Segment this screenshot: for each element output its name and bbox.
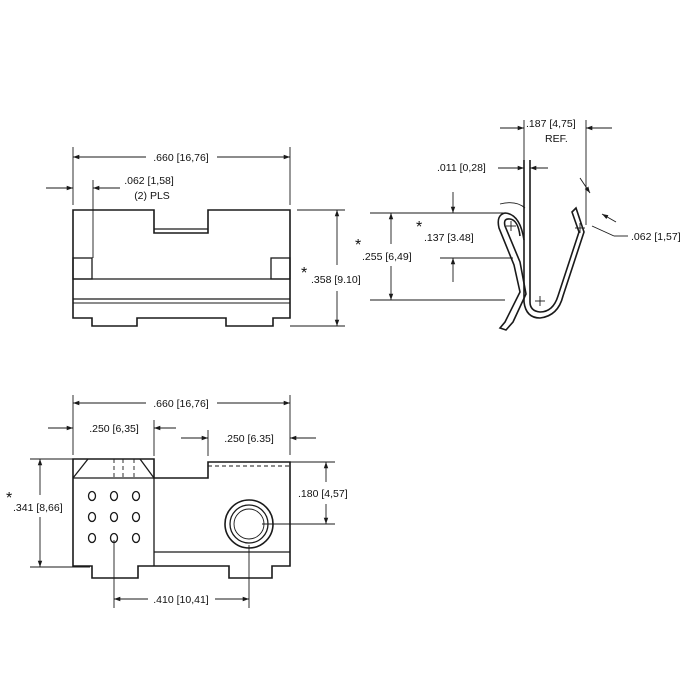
bottom-hole-offset-label: .180 [4,57] — [298, 488, 348, 500]
side-outer-height-label: .255 [6,49] — [362, 251, 412, 263]
bottom-width-label: .660 [16,76] — [153, 398, 209, 410]
side-thickness-label: .011 [0,28] — [437, 162, 486, 174]
side-lip-label: .062 [1,57] — [631, 231, 681, 243]
side-outer-height-dimension: * .255 [6,49] — [355, 213, 412, 300]
side-outer-star: * — [355, 237, 361, 254]
side-inner-height-label: .137 [3.48] — [424, 232, 474, 244]
front-tab-count-label: (2) PLS — [134, 190, 170, 202]
mounting-hole — [224, 499, 274, 549]
bottom-hole-spacing-dimension: .410 [10,41] — [114, 594, 249, 606]
front-height-label: .358 [9.10] — [311, 274, 361, 286]
bottom-hole-spacing-label: .410 [10,41] — [153, 594, 209, 606]
side-inner-star: * — [416, 219, 422, 236]
bottom-height-star: * — [6, 490, 12, 507]
bottom-view: .660 [16,76] .250 [6,35] .250 [6.35] * .… — [6, 395, 348, 608]
front-tab-dimension: .062 [1,58] (2) PLS — [46, 175, 174, 202]
bottom-right-width-label: .250 [6.35] — [224, 433, 274, 445]
front-width-label: .660 [16,76] — [153, 152, 209, 164]
bottom-left-width-label: .250 [6,35] — [89, 423, 139, 435]
contact-dimples — [87, 490, 141, 544]
bottom-part-outline — [72, 458, 291, 579]
front-width-dimension: .660 [16,76] — [73, 152, 290, 164]
side-thickness-dimension: .011 [0,28] — [437, 162, 548, 174]
bottom-hole-offset-dimension: .180 [4,57] — [298, 462, 348, 524]
front-height-dimension: * .358 [9.10] — [301, 210, 361, 326]
side-clip-profile — [497, 160, 585, 331]
side-lip-dimension: .062 [1,57] — [579, 177, 681, 243]
bottom-left-width-dimension: .250 [6,35] — [48, 423, 176, 435]
front-tab-label: .062 [1,58] — [124, 175, 174, 187]
side-view: .187 [4,75] REF. .011 [0,28] * .137 [3.4… — [355, 118, 681, 331]
side-ref-label: .187 [4,75] — [526, 118, 576, 130]
front-view: .660 [16,76] .062 [1,58] (2) PLS * .358 … — [46, 147, 361, 327]
bottom-height-label: .341 [8,66] — [13, 502, 63, 514]
bottom-height-dimension: * .341 [8,66] — [6, 459, 63, 567]
side-ref-suffix: REF. — [545, 133, 568, 145]
front-height-star: * — [301, 265, 307, 282]
side-ref-dimension: .187 [4,75] REF. — [500, 118, 612, 225]
bottom-width-dimension: .660 [16,76] — [73, 398, 290, 410]
side-inner-height-dimension: * .137 [3.48] — [416, 192, 474, 282]
bottom-right-width-dimension: .250 [6.35] — [181, 433, 316, 445]
front-part-outline — [72, 209, 291, 327]
